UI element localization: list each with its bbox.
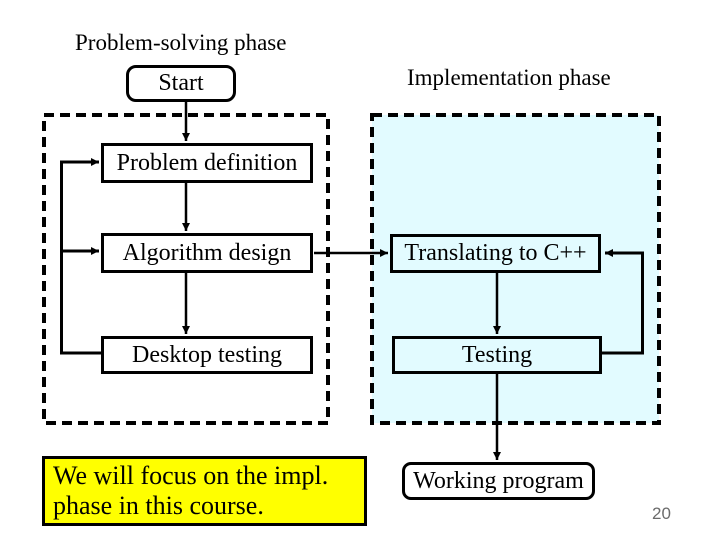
implementation-phase-title: Implementation phase [407,65,611,90]
algorithm-design-node: Algorithm design [101,233,313,273]
problem-solving-phase-region [42,113,330,425]
testing-node: Testing [392,336,602,374]
problem-definition-label: Problem definition [116,149,298,176]
course-focus-note: We will focus on the impl. phase in this… [42,456,367,526]
edge-feedback-testing-to-translating [601,249,644,355]
problem-solving-phase-title: Problem-solving phase [75,30,287,55]
slide-page-number: 20 [652,504,671,523]
desktop-testing-label: Desktop testing [132,341,282,368]
start-node: Start [126,65,236,102]
working-program-label: Working program [413,467,584,494]
start-node-label: Start [158,70,204,96]
translating-to-cpp-label: Translating to C++ [404,240,587,266]
testing-label: Testing [461,341,533,368]
translating-to-cpp-node: Translating to C++ [390,234,601,273]
course-focus-note-line2: phase in this course. [53,491,264,520]
desktop-testing-node: Desktop testing [101,336,313,374]
course-focus-note-line1: We will focus on the impl. [53,461,329,490]
problem-definition-node: Problem definition [101,143,313,183]
edge-feedback-desktop-to-problem-definition [60,158,102,355]
algorithm-design-label: Algorithm design [122,239,292,266]
working-program-node: Working program [402,462,595,500]
